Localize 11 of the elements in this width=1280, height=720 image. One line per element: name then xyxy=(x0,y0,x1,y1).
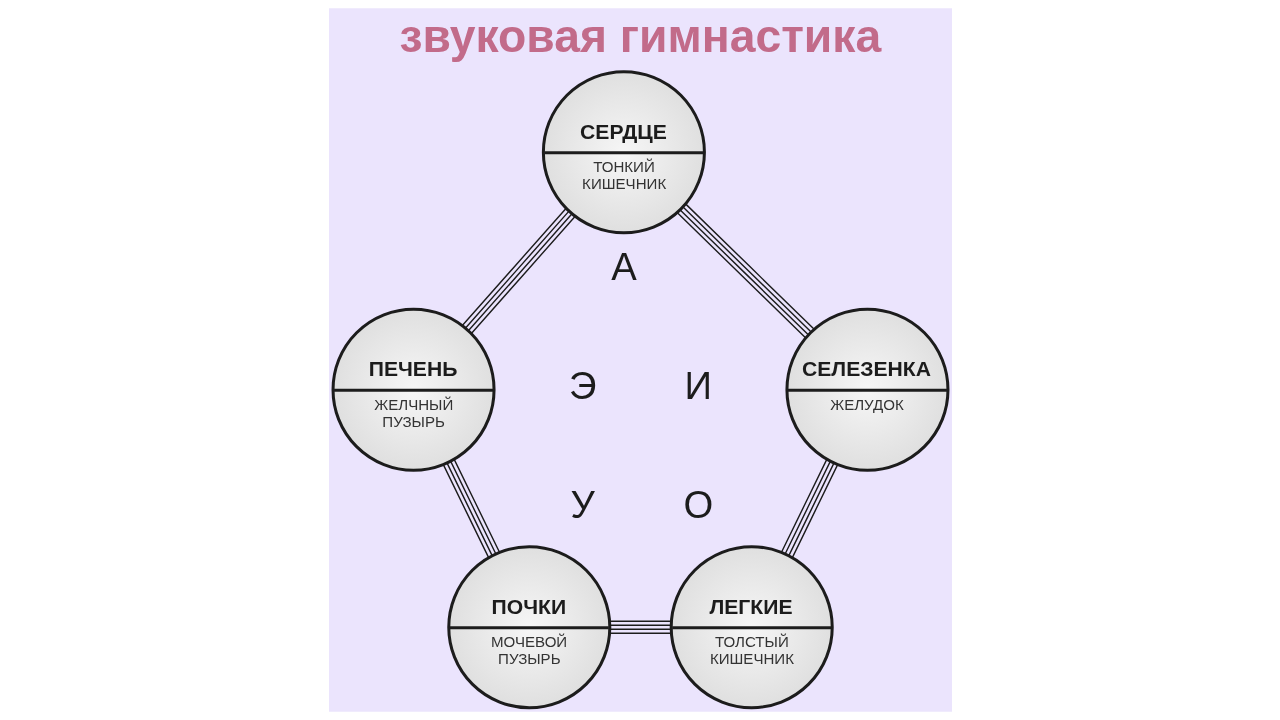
connector xyxy=(608,620,672,634)
label: Э xyxy=(568,364,596,408)
connector xyxy=(676,203,815,339)
diagram-title: звуковая гимнастика xyxy=(398,10,881,63)
label: И xyxy=(684,364,712,408)
connector xyxy=(461,208,575,334)
connector xyxy=(442,458,500,559)
label: О xyxy=(683,482,713,526)
label: У xyxy=(569,482,595,526)
connector xyxy=(780,458,838,559)
label: А xyxy=(610,245,637,289)
